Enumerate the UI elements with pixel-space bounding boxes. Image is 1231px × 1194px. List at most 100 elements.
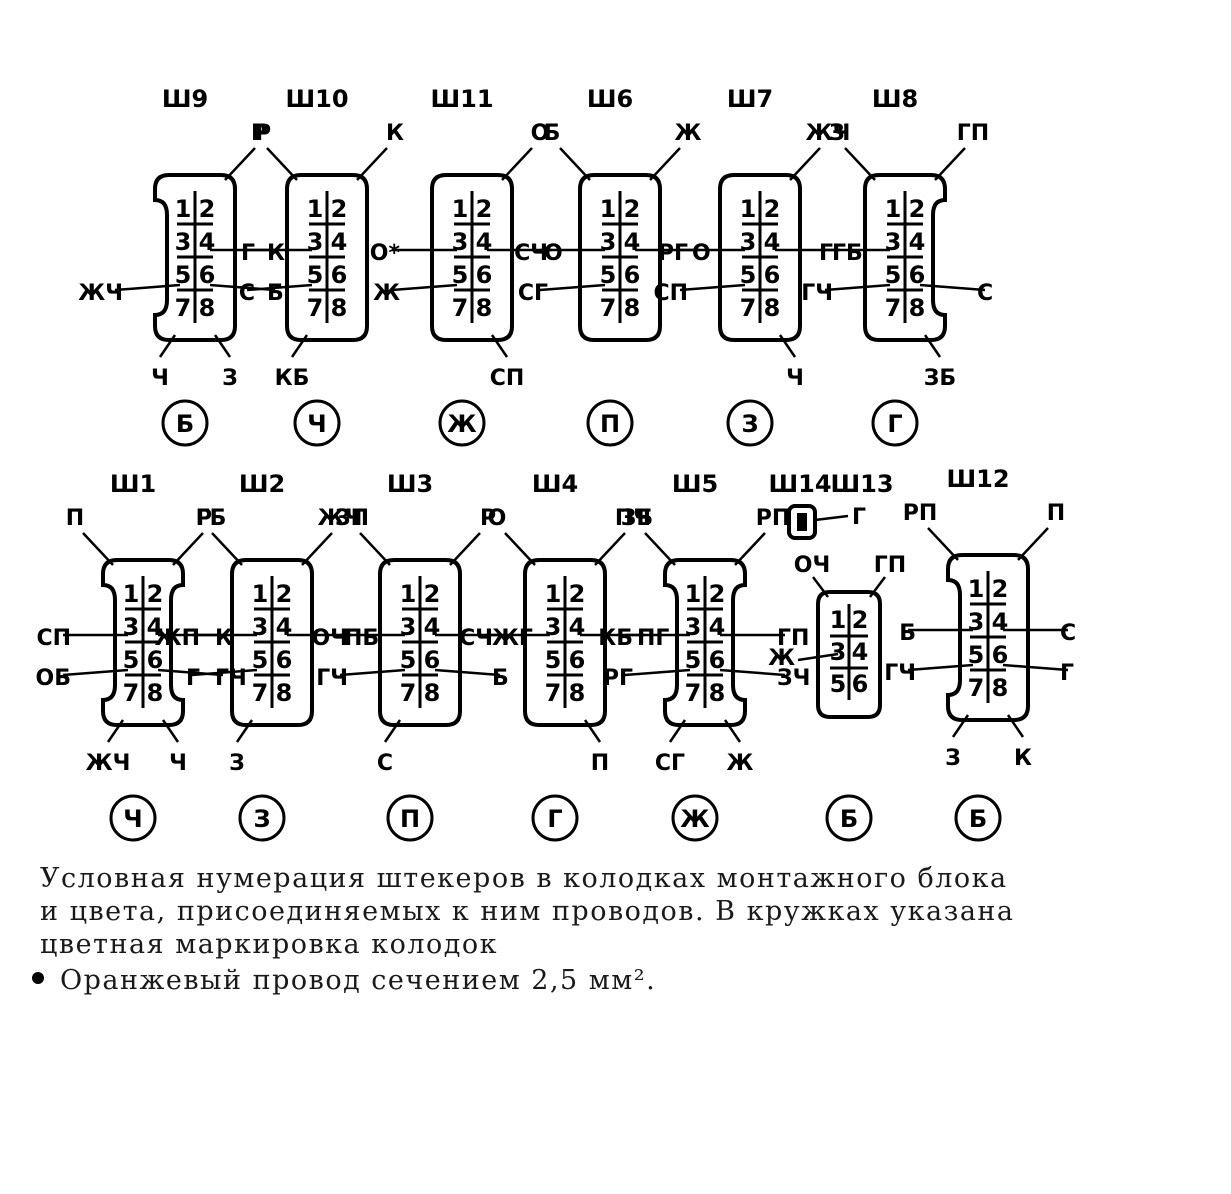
- color-circle-sh12: Б: [954, 794, 1002, 842]
- color-circle-sh1: Ч: [109, 794, 157, 842]
- color-circle-sh6: П: [586, 399, 634, 447]
- wire-label: З: [229, 751, 245, 776]
- connector-title: Ш11: [430, 85, 493, 113]
- wire-label: Г: [852, 505, 866, 530]
- wire-label: О: [531, 121, 550, 146]
- wire-label: ЗЧ: [777, 666, 810, 691]
- connector-title: Ш6: [587, 85, 633, 113]
- wire-label: П: [1047, 501, 1065, 526]
- color-mark-ring: [871, 399, 919, 447]
- pin-number: 5: [400, 646, 417, 674]
- pin-number: 8: [909, 294, 926, 322]
- pin-number: 8: [709, 679, 726, 707]
- pin-number: 7: [123, 679, 140, 707]
- wire-label: С: [1060, 621, 1076, 646]
- pin-number: 2: [147, 580, 164, 608]
- pin-number: 2: [199, 195, 216, 223]
- pin-number: 6: [199, 261, 216, 289]
- wire-label: СЧ: [459, 626, 493, 651]
- caption-line-1: Условная нумерация штекеров в колодках м…: [40, 863, 1008, 894]
- pin-number: 4: [709, 613, 726, 641]
- pin-number: 1: [400, 580, 417, 608]
- pin-number: 1: [885, 195, 902, 223]
- wire-lead: [951, 714, 970, 738]
- wire-label: Ж: [675, 121, 702, 146]
- wire-lead: [649, 147, 681, 181]
- pin-number: 4: [276, 613, 293, 641]
- color-mark-ring: [438, 399, 486, 447]
- connector-title: Ш10: [285, 85, 348, 113]
- wire-lead: [723, 719, 742, 743]
- pin-number: 1: [175, 195, 192, 223]
- wire-lead: [191, 668, 258, 677]
- wire-label: СП: [653, 281, 688, 306]
- pin-number: 4: [909, 228, 926, 256]
- wire-label: С: [977, 281, 993, 306]
- wire-lead: [106, 719, 125, 743]
- wire-label: РП: [903, 501, 938, 526]
- wire-label: К: [386, 121, 404, 146]
- pin-number: 5: [968, 641, 985, 669]
- pin-number: 6: [624, 261, 641, 289]
- wire-lead: [734, 532, 766, 566]
- wire-label: С: [239, 281, 255, 306]
- connector-outline: [946, 553, 1030, 722]
- pin-number: 2: [852, 606, 869, 634]
- color-circle-sh2: З: [238, 794, 286, 842]
- pin-number: 2: [624, 195, 641, 223]
- pin-number: 2: [569, 580, 586, 608]
- pin-number: 4: [331, 228, 348, 256]
- pin-number: 3: [123, 613, 140, 641]
- pin-number: 7: [252, 679, 269, 707]
- color-circle-sh9: Б: [161, 399, 209, 447]
- wire-label: К: [1014, 746, 1032, 771]
- wire-label: Ж: [727, 751, 754, 776]
- wire-lead: [449, 532, 481, 566]
- pin-number: 7: [968, 674, 985, 702]
- wire-lead: [907, 663, 974, 672]
- color-mark-label: Б: [176, 410, 194, 438]
- connector-outline: [523, 558, 607, 727]
- color-mark-ring: [238, 794, 286, 842]
- connector-outline: [863, 173, 947, 342]
- pin-number: 8: [992, 674, 1009, 702]
- pin-number: 6: [147, 646, 164, 674]
- wire-label: ГЧ: [316, 666, 348, 691]
- color-mark-label: Ж: [447, 410, 477, 438]
- wire-lead: [434, 668, 501, 677]
- pin-number: 3: [600, 228, 617, 256]
- color-mark-ring: [825, 794, 873, 842]
- pin-number: 3: [968, 608, 985, 636]
- connector-outline: [816, 590, 882, 719]
- wire-label: ЗБ: [621, 506, 653, 531]
- pin-number: 5: [545, 646, 562, 674]
- wire-label: Р: [255, 121, 271, 146]
- pin-number: 6: [276, 646, 293, 674]
- pin-number: 2: [424, 580, 441, 608]
- wire-label: ПГ: [637, 626, 669, 651]
- pin-number: 6: [992, 641, 1009, 669]
- connector-outline: [378, 558, 462, 727]
- wire-lead: [919, 283, 986, 292]
- wire-lead: [501, 147, 533, 181]
- pin-number: 5: [175, 261, 192, 289]
- connector-title: Ш2: [239, 470, 285, 498]
- connector-outline: [578, 173, 662, 342]
- bullet-icon: [32, 971, 44, 984]
- wire-label: ГП: [777, 626, 809, 651]
- pin-number: 1: [452, 195, 469, 223]
- color-mark-label: П: [600, 410, 620, 438]
- wire-lead: [266, 147, 298, 181]
- color-circle-sh13: Б: [825, 794, 873, 842]
- pin-number: 6: [331, 261, 348, 289]
- color-mark-ring: [531, 794, 579, 842]
- wire-label: З: [829, 121, 845, 146]
- pin-number: 1: [252, 580, 269, 608]
- pin-number: 1: [968, 575, 985, 603]
- wire-label: Б: [544, 121, 561, 146]
- connector-title: Ш14: [768, 470, 831, 498]
- wire-label: ОЧ: [794, 553, 830, 578]
- color-mark-label: З: [741, 410, 758, 438]
